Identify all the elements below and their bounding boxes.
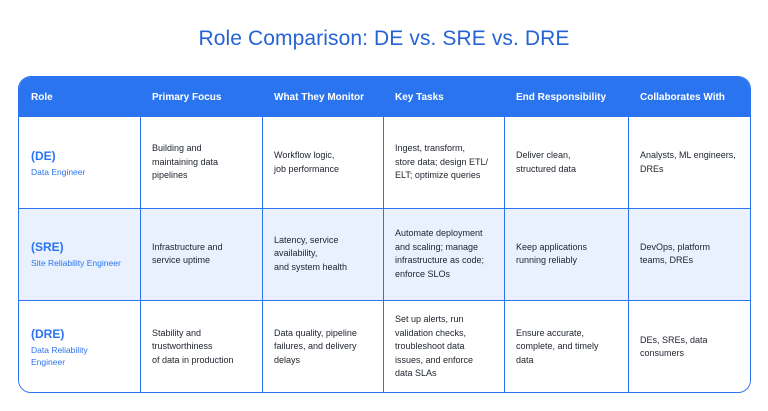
primary-focus-cell: Building and maintaining data pipelines (152, 143, 219, 181)
key-tasks-cell: Set up alerts, run validation checks, tr… (395, 314, 474, 379)
responsibility-cell: Ensure accurate, complete, and timely da… (516, 327, 599, 365)
column-divider (140, 117, 141, 392)
role-name: Site Reliability Engineer (31, 258, 121, 268)
responsibility-cell: Keep applications running reliably (516, 241, 588, 266)
role-abbreviation: (SRE) (31, 240, 64, 254)
role-cell: (DRE) Data Reliability Engineer (19, 300, 140, 392)
table-header: Role Primary Focus What They Monitor Key… (19, 77, 750, 117)
header-what-they-monitor: What They Monitor (274, 91, 364, 103)
column-divider (628, 117, 629, 392)
role-cell: (SRE) Site Reliability Engineer (19, 208, 140, 300)
role-name: Data Reliability Engineer (31, 345, 88, 367)
table-row: (SRE) Site Reliability Engineer Infrastr… (19, 208, 750, 300)
header-primary-focus: Primary Focus (152, 91, 222, 103)
role-abbreviation: (DE) (31, 148, 56, 163)
page-title: Role Comparison: DE vs. SRE vs. DRE (198, 27, 570, 50)
monitor-cell: Workflow logic, job performance (274, 150, 340, 174)
table-row: (DRE) Data Reliability Engineer Stabilit… (19, 300, 750, 392)
responsibility-cell: Deliver clean, structured data (516, 150, 577, 174)
column-divider (383, 117, 384, 392)
role-abbreviation: (DRE) (31, 327, 65, 341)
key-tasks-cell: Ingest, transform, store data; design ET… (395, 143, 489, 181)
column-divider (504, 117, 505, 392)
row-divider (19, 208, 750, 209)
primary-focus-cell: Stability and trustworthiness of data in… (152, 327, 234, 365)
role-name: Data Engineer (31, 166, 86, 177)
key-tasks-cell: Automate deployment and scaling; manage … (395, 228, 485, 279)
header-role: Role (31, 91, 53, 103)
header-key-tasks: Key Tasks (395, 91, 444, 103)
row-divider (19, 300, 750, 301)
monitor-cell: Latency, service availability, and syste… (274, 234, 348, 272)
collaborates-cell: Analysts, ML engineers, DREs (640, 150, 736, 174)
monitor-cell: Data quality, pipeline failures, and del… (274, 327, 357, 365)
header-end-responsibility: End Responsibility (516, 91, 607, 103)
collaborates-cell: DevOps, platform teams, DREs (640, 241, 711, 266)
comparison-table: Role Primary Focus What They Monitor Key… (18, 76, 751, 393)
role-cell: (DE) Data Engineer (19, 117, 140, 208)
header-collaborates-with: Collaborates With (640, 91, 725, 103)
table-row: (DE) Data Engineer Building and maintain… (19, 117, 750, 208)
column-divider (262, 117, 263, 392)
primary-focus-cell: Infrastructure and service uptime (152, 241, 223, 266)
collaborates-cell: DEs, SREs, data consumers (640, 334, 708, 359)
